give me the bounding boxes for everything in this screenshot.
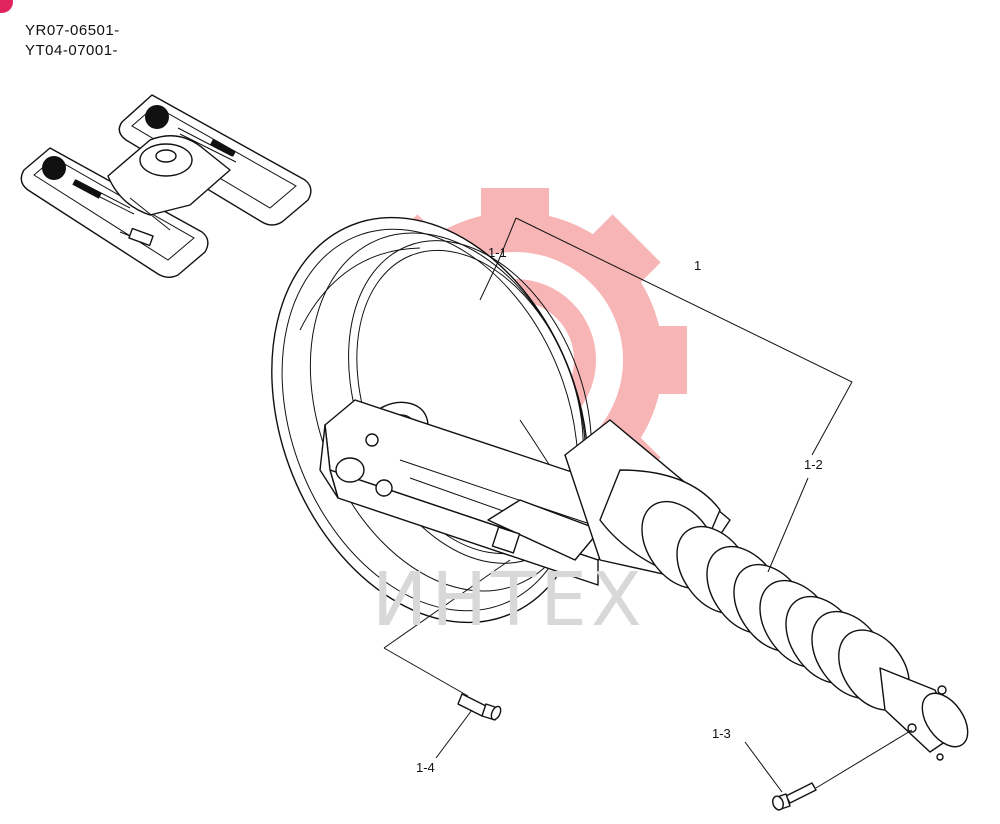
callout-1-3: 1-3 bbox=[712, 726, 731, 741]
callout-1-1: 1-1 bbox=[488, 245, 507, 260]
serial-range-1: YR07-06501- bbox=[25, 22, 120, 39]
watermark-text: ИНТЕХ bbox=[372, 557, 646, 643]
bolt-1-4 bbox=[457, 693, 502, 721]
callout-1: 1 bbox=[694, 258, 701, 273]
callout-1-2: 1-2 bbox=[804, 457, 823, 472]
leader-lines bbox=[383, 217, 913, 793]
serial-range-2: YT04-07001- bbox=[25, 42, 119, 59]
bolt-1-3 bbox=[772, 782, 817, 811]
idler-yoke bbox=[319, 399, 641, 586]
corner-badge bbox=[0, 0, 13, 13]
recoil-spring bbox=[564, 419, 969, 761]
callout-1-4: 1-4 bbox=[416, 760, 435, 775]
undercarriage-overview bbox=[20, 94, 312, 278]
